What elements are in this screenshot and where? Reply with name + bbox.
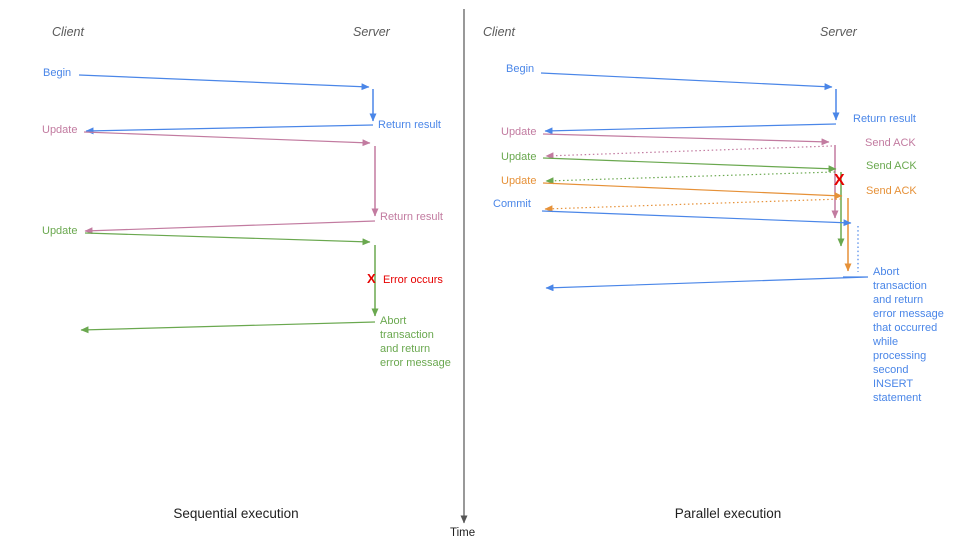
seq-begin-request — [78, 74, 370, 91]
par-send-ack-2 — [545, 171, 836, 185]
par-update-1-request — [542, 133, 830, 146]
par-begin-request — [540, 72, 833, 91]
par-update-3-request — [542, 182, 843, 200]
seq-return-result-2 — [84, 220, 376, 235]
seq-abort-return — [80, 321, 376, 334]
par-send-ack-3 — [544, 198, 842, 213]
seq-return-result-1 — [85, 124, 374, 135]
par-update-2-request — [542, 157, 837, 173]
par-abort-return — [545, 276, 869, 292]
par-send-ack-1 — [545, 145, 833, 160]
seq-update-2-request — [84, 232, 371, 246]
seq-update-1-request — [83, 131, 371, 147]
par-return-result — [544, 123, 837, 135]
par-commit-request — [541, 210, 852, 227]
